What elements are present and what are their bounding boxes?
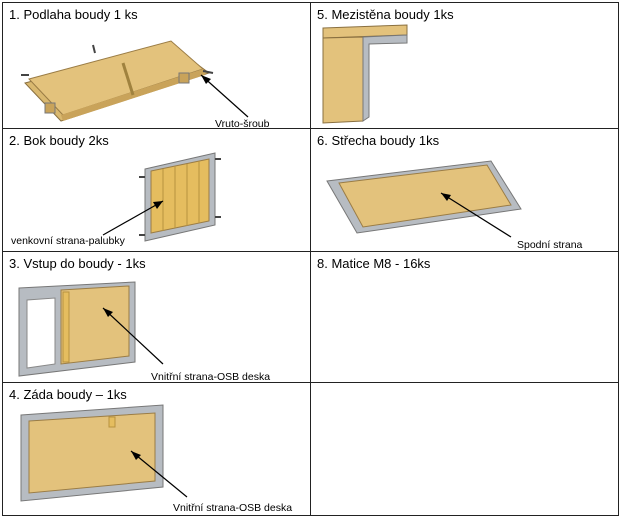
roof-illustration [326,160,522,238]
cell-floor: 1. Podlaha boudy 1 ks Vruto-šroub [2,2,311,130]
cell-empty [310,382,619,516]
cell-title: 1. Podlaha boudy 1 ks [9,7,138,22]
floor-illustration [21,40,249,122]
cell-back: 4. Záda boudy – 1ks Vnitřní strana-OSB d… [2,382,311,516]
cell-nuts: 8. Matice M8 - 16ks [310,251,619,383]
cell-title: 8. Matice M8 - 16ks [317,256,431,271]
cell-title: 4. Záda boudy – 1ks [9,387,127,402]
side-illustration [102,152,221,242]
cell-title: 3. Vstup do boudy - 1ks [9,256,146,271]
cell-entrance: 3. Vstup do boudy - 1ks Vnitřní strana-O… [2,251,311,383]
cell-roof: 6. Střecha boudy 1ks Spodní strana [310,128,619,252]
cell-side: 2. Bok boudy 2ks venkovní strana-palubky [2,128,311,252]
note-underside: Spodní strana [517,239,583,251]
cell-title: 2. Bok boudy 2ks [9,133,109,148]
note-cladding: venkovní strana-palubky [11,235,125,247]
back-illustration [20,404,188,502]
cell-title: 6. Střecha boudy 1ks [317,133,440,148]
cell-partition: 5. Mezistěna boudy 1ks [310,2,619,129]
note-osb: Vnitřní strana-OSB deska [151,371,271,383]
parts-table: 1. Podlaha boudy 1 ks Vruto-šroub 5. Mez… [2,2,619,516]
partition-illustration [322,24,408,124]
note-screw: Vruto-šroub [215,118,270,130]
entrance-illustration [18,281,164,377]
cell-title: 5. Mezistěna boudy 1ks [317,7,454,22]
note-osb: Vnitřní strana-OSB deska [173,502,293,514]
